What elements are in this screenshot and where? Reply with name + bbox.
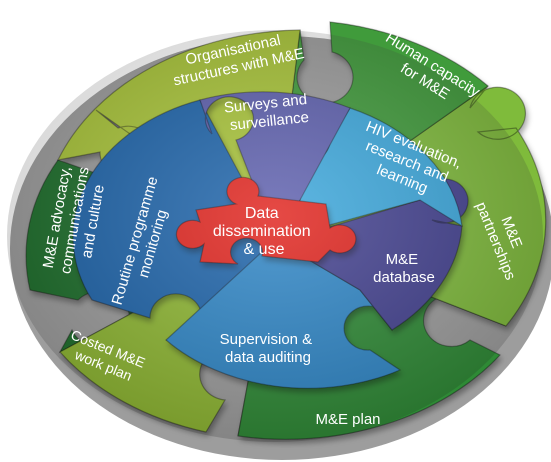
label-me-plan: M&E plan: [315, 411, 380, 428]
label-supervision: Supervision & data auditing: [220, 331, 317, 366]
label-database: M&E database: [373, 251, 435, 286]
label-center: Data dissemination & use: [213, 205, 315, 258]
